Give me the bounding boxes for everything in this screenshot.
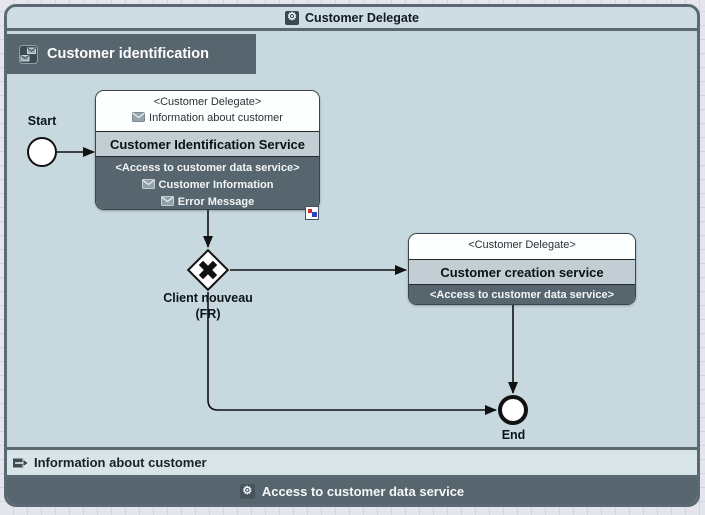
service-gear-icon: ⚙: [285, 10, 300, 25]
task-output-section: <Access to customer data service> Custom…: [96, 157, 319, 209]
band-access-to-customer-data-service[interactable]: ⚙ Access to customer data service: [7, 478, 697, 504]
task-input-section: <Customer Delegate>: [409, 234, 635, 259]
flow-gateway-to-end[interactable]: [207, 292, 497, 415]
sequence-flows-layer: [57, 147, 518, 415]
access-annotation: <Access to customer data service>: [429, 289, 615, 301]
task-input-section: <Customer Delegate> Information about cu…: [96, 91, 319, 131]
message-icon: [132, 112, 146, 122]
data-output-icon: [13, 457, 30, 468]
access-band-label: Access to customer data service: [261, 483, 465, 499]
delegate-annotation: <Customer Delegate>: [468, 239, 576, 251]
task-title: Customer creation service: [409, 259, 635, 285]
task-output-section: <Access to customer data service>: [409, 285, 635, 304]
task-title: Customer Identification Service: [96, 131, 319, 157]
pool-header[interactable]: ⚙ Customer Delegate: [7, 7, 697, 31]
validation-marker-icon[interactable]: [305, 206, 319, 220]
message-icon: [160, 196, 174, 206]
gateway-label: Client nouveau (FR): [163, 291, 253, 321]
task-customer-identification-service[interactable]: <Customer Delegate> Information about cu…: [95, 90, 320, 210]
connector-gear-icon: ⚙: [239, 483, 255, 499]
task-customer-creation-service[interactable]: <Customer Delegate> Customer creation se…: [408, 233, 636, 305]
message-icon: [141, 179, 155, 189]
input-message-label: Information about customer: [149, 112, 283, 124]
access-annotation: <Access to customer data service>: [115, 162, 300, 174]
output-message-label: Error Message: [177, 196, 255, 208]
end-event[interactable]: [498, 395, 528, 425]
subprocess-messages-icon: [19, 44, 38, 64]
pool-customer-delegate[interactable]: ⚙ Customer Delegate Customer identificat…: [4, 4, 700, 507]
output-message-label: Customer Information: [158, 179, 274, 191]
lane-label-customer-identification[interactable]: Customer identification: [7, 34, 256, 74]
lane-title: Customer identification: [47, 46, 209, 62]
delegate-annotation: <Customer Delegate>: [153, 96, 262, 108]
end-event-label: End: [501, 428, 526, 442]
info-band-label: Information about customer: [34, 455, 207, 470]
band-information-about-customer[interactable]: Information about customer: [7, 447, 697, 478]
pool-title: Customer Delegate: [305, 10, 419, 25]
start-event-label: Start: [27, 114, 57, 128]
start-event[interactable]: [27, 137, 57, 167]
